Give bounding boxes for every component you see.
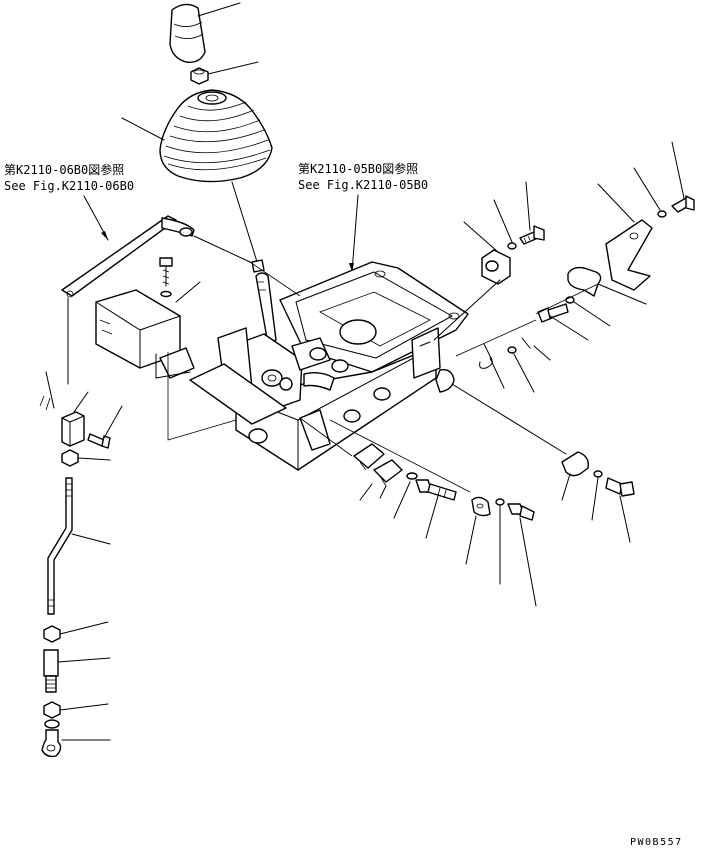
right-clip [567,266,647,305]
reference-right-en: See Fig.K2110-05B0 [298,178,428,192]
saddle-clamp [561,451,589,501]
p-clamp-washer [495,498,505,585]
saddle-washer [591,470,603,521]
cotter-pins [479,337,551,393]
lock-nut-middle [43,621,109,643]
lever-knob [169,2,241,63]
shift-lever [231,181,277,345]
rod-end-block [39,371,89,447]
saddle-bolt [605,477,635,543]
rod-end-bolt [87,405,123,449]
reference-right-arrow [349,194,359,273]
clip-washer [565,296,611,327]
bracket-bolt [633,141,695,218]
right-bracket [597,183,653,291]
harness-clips [353,443,403,501]
switch-screw [159,257,201,303]
lock-nut-upper [61,449,111,467]
long-bolt [415,479,457,539]
reference-left-jp: 第K2110-06B0図参照 [4,162,124,177]
lock-nut-lower [43,701,109,719]
p-clamp-bolt [507,503,537,607]
cable-clamp-right [435,369,567,455]
reference-right-jp: 第K2110-05B0図参照 [298,161,418,176]
assembly-lines [167,261,599,493]
bent-rod [47,477,111,615]
link-rod-upper [61,215,251,385]
clamp-bolt [493,181,545,250]
reference-left-en: See Fig.K2110-06B0 [4,179,134,193]
control-housing [189,261,469,471]
rubber-boot [121,89,273,183]
reference-left-arrow [83,195,109,241]
turnbuckle [43,649,111,693]
clamp-block [433,221,511,341]
drawing-number: PW0B557 [630,837,683,848]
knob-nut [190,61,259,85]
switch-box [95,289,195,379]
p-clamp [465,496,491,565]
rod-end-eye [41,719,111,758]
washer-small [393,472,418,519]
